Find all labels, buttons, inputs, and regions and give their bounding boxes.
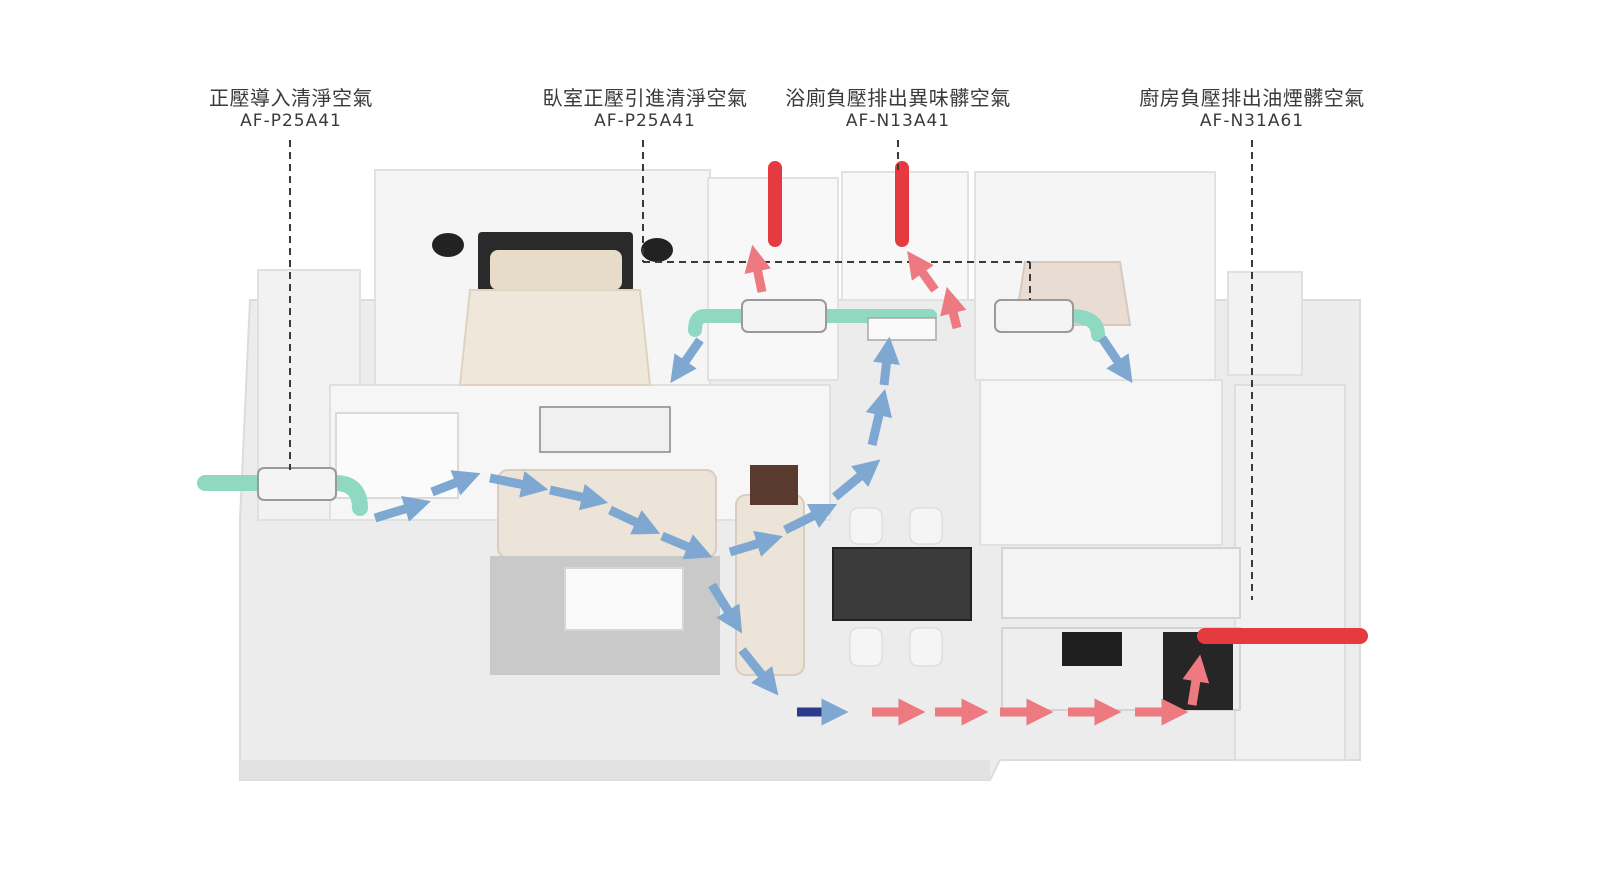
fresh-air-intake-duct (197, 475, 368, 516)
callout-kitchen-exhaust: 廚房負壓排出油煙髒空氣 AF-N31A61 (1124, 86, 1380, 132)
exhaust-arrow (1182, 654, 1210, 706)
lamp-left (432, 233, 464, 257)
bathroom-exhaust-unit (994, 299, 1074, 333)
supply-arrow (430, 470, 481, 497)
dining-chair-4 (909, 627, 943, 667)
supply-arrow (782, 503, 838, 535)
floor-slab-front-edge (240, 760, 990, 780)
supply-arrow (660, 531, 713, 560)
dining-chair-2 (909, 507, 943, 545)
supply-arrow (873, 336, 900, 386)
callout-model: AF-N31A61 (1199, 111, 1305, 131)
bedroom-supply-duct (688, 309, 747, 337)
supply-arrow (738, 647, 779, 696)
callout-model: AF-P25A41 (594, 111, 696, 131)
bed-pillows (490, 250, 622, 290)
tv-cabinet (750, 465, 798, 505)
supply-flow-arrows (373, 335, 1133, 726)
kitchen-upper-cabinets (1001, 547, 1241, 619)
coffee-table (564, 567, 684, 631)
supply-arrow (549, 483, 609, 511)
callout-title: 臥室正壓引進清淨空氣 (542, 86, 748, 110)
fresh-air-unit (257, 467, 337, 501)
exhaust-arrow (940, 286, 967, 330)
right-utility (1227, 271, 1303, 376)
dining-chair-3 (849, 627, 883, 667)
dining-chair-1 (849, 507, 883, 545)
callout-bedroom-supply: 臥室正壓引進清淨空氣 AF-P25A41 (530, 86, 760, 132)
supply-arrow (708, 582, 743, 634)
picture-frames (539, 406, 671, 453)
supply-arrow (670, 337, 704, 384)
callout-title: 正壓導入清淨空氣 (209, 86, 373, 110)
kitchen-cooktop (1062, 632, 1122, 666)
supply-arrow (865, 388, 893, 447)
callout-title: 廚房負壓排出油煙髒空氣 (1139, 86, 1365, 110)
supply-arrow (489, 471, 549, 498)
supply-arrow (608, 505, 661, 535)
callout-model: AF-N13A41 (845, 111, 951, 131)
supply-arrow (1098, 335, 1133, 384)
third-room (979, 379, 1223, 546)
lamp-right (641, 238, 673, 262)
exhaust-arrow (907, 251, 939, 293)
callout-fresh-air-intake: 正壓導入清淨空氣 AF-P25A41 (196, 86, 386, 132)
bedroom-supply-unit (741, 299, 827, 333)
exhaust-flow-arrows (744, 244, 1210, 726)
supply-arrow (728, 530, 783, 557)
callout-model: AF-P25A41 (240, 111, 342, 131)
bathroom-diffuser (867, 317, 937, 341)
bed (458, 289, 652, 386)
bedroom-supply-duct-2 (818, 309, 1105, 342)
exhaust-arrow (744, 244, 771, 293)
supply-arrow (373, 495, 431, 523)
dining-table (832, 547, 972, 621)
supply-arrow (832, 459, 881, 501)
callout-title: 浴廁負壓排出異味髒空氣 (785, 86, 1011, 110)
callout-bathroom-exhaust: 浴廁負壓排出異味髒空氣 AF-N13A41 (770, 86, 1026, 132)
